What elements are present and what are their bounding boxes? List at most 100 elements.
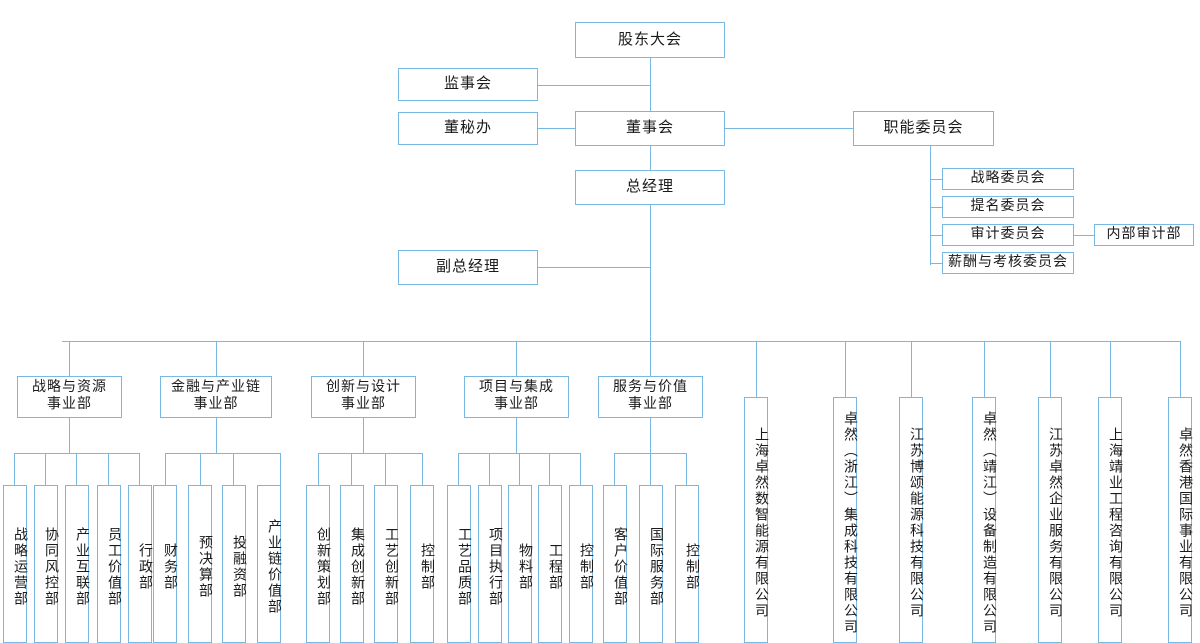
bus-drop-subsidiary-4 [984, 341, 985, 397]
node-department-control-service[interactable]: 控制部 [675, 485, 699, 643]
node-department-investment-financing[interactable]: 投融资部 [222, 485, 246, 643]
node-deputy-general-manager[interactable]: 副总经理 [398, 250, 538, 285]
division-1-drop-5 [139, 453, 140, 485]
division-2-drop-3 [233, 453, 234, 485]
node-subsidiary-zhuoran-hongkong-international[interactable]: 卓然香港国际事业有限公司 [1168, 397, 1192, 643]
division-1-drop-1 [14, 453, 15, 485]
division-5-name-line2: 事业部 [628, 397, 673, 412]
division-2-rail [165, 453, 280, 454]
division-2-name-line1: 金融与产业链 [171, 380, 261, 396]
bus-drop-subsidiary-1 [756, 341, 757, 397]
division-4-name-line1: 项目与集成 [479, 380, 554, 396]
connector-committee-strategy [930, 179, 942, 180]
node-department-process-innovation[interactable]: 工艺创新部 [374, 485, 398, 643]
node-committee-remuneration[interactable]: 薪酬与考核委员会 [942, 252, 1074, 274]
division-5-drop-3 [686, 453, 687, 485]
division-1-drop-2 [45, 453, 46, 485]
connector-audit-to-internal-audit [1074, 235, 1094, 236]
division-3-name-line2: 事业部 [341, 397, 386, 412]
division-4-drop-3 [519, 453, 520, 485]
node-department-administration[interactable]: 行政部 [128, 485, 152, 643]
division-3-rail [318, 453, 422, 454]
connector-committee-audit [930, 235, 942, 236]
node-department-project-execution[interactable]: 项目执行部 [478, 485, 502, 643]
connector-board-to-gm [650, 146, 651, 170]
bus-drop-division-4 [516, 341, 517, 376]
division-3-drop-4 [422, 453, 423, 485]
division-5-stem [650, 418, 651, 453]
node-department-industry-internet[interactable]: 产业互联部 [65, 485, 89, 643]
division-4-drop-4 [549, 453, 550, 485]
node-subsidiary-jiangsu-zhuoran-enterprise-service[interactable]: 江苏卓然企业服务有限公司 [1038, 397, 1062, 643]
division-3-name-line1: 创新与设计 [326, 380, 401, 396]
node-division-5[interactable]: 服务与价值 事业部 [598, 376, 703, 418]
node-department-control-integration[interactable]: 控制部 [569, 485, 593, 643]
division-4-stem [516, 418, 517, 453]
node-committee-strategy[interactable]: 战略委员会 [942, 168, 1074, 190]
node-committee-audit[interactable]: 审计委员会 [942, 224, 1074, 246]
node-division-3[interactable]: 创新与设计 事业部 [311, 376, 416, 418]
bus-drop-subsidiary-6 [1110, 341, 1111, 397]
bus-drop-subsidiary-3 [911, 341, 912, 397]
node-subsidiary-shanghai-jingye-engineering-consulting[interactable]: 上海靖业工程咨询有限公司 [1098, 397, 1122, 643]
node-internal-audit-department[interactable]: 内部审计部 [1094, 224, 1194, 246]
bus-drop-division-5 [650, 341, 651, 376]
bus-drop-subsidiary-7 [1180, 341, 1181, 397]
division-1-name-line2: 事业部 [47, 397, 92, 412]
node-department-employee-value[interactable]: 员工价值部 [97, 485, 121, 643]
node-department-industry-chain-value[interactable]: 产业链价值部 [257, 485, 281, 643]
connector-board-to-functional-committee [725, 128, 853, 129]
division-4-drop-5 [580, 453, 581, 485]
node-supervisory-board[interactable]: 监事会 [398, 68, 538, 101]
node-general-manager[interactable]: 总经理 [575, 170, 725, 205]
division-3-drop-1 [318, 453, 319, 485]
division-4-drop-1 [458, 453, 459, 485]
division-1-stem [69, 418, 70, 453]
node-department-strategy-operations[interactable]: 战略运营部 [3, 485, 27, 643]
node-board-secretary-office[interactable]: 董秘办 [398, 112, 538, 145]
division-2-drop-1 [165, 453, 166, 485]
bus-drop-division-2 [216, 341, 217, 376]
node-shareholders-meeting[interactable]: 股东大会 [575, 22, 725, 58]
node-department-process-quality[interactable]: 工艺品质部 [447, 485, 471, 643]
division-4-drop-2 [489, 453, 490, 485]
node-department-control-design[interactable]: 控制部 [410, 485, 434, 643]
main-bus-line [62, 341, 1180, 342]
division-5-drop-1 [614, 453, 615, 485]
node-subsidiary-zhuoran-jingjiang-equipment[interactable]: 卓然（靖江）设备制造有限公司 [972, 397, 996, 643]
bus-drop-subsidiary-2 [845, 341, 846, 397]
division-2-drop-4 [280, 453, 281, 485]
node-department-innovation-planning[interactable]: 创新策划部 [306, 485, 330, 643]
division-2-name-line2: 事业部 [193, 397, 239, 412]
node-subsidiary-shanghai-zhuoran-digital-energy[interactable]: 上海卓然数智能源有限公司 [744, 397, 768, 643]
node-department-customer-value[interactable]: 客户价值部 [603, 485, 627, 643]
node-division-2[interactable]: 金融与产业链 事业部 [160, 376, 272, 418]
connector-committee-nomination [930, 207, 942, 208]
connector-secretary-to-board [538, 128, 576, 129]
node-department-integration-innovation[interactable]: 集成创新部 [340, 485, 364, 643]
node-division-4[interactable]: 项目与集成 事业部 [464, 376, 569, 418]
node-department-materials[interactable]: 物料部 [508, 485, 532, 643]
node-board-of-directors[interactable]: 董事会 [575, 111, 725, 146]
node-department-engineering[interactable]: 工程部 [538, 485, 562, 643]
node-department-finance[interactable]: 财务部 [153, 485, 177, 643]
division-1-drop-4 [108, 453, 109, 485]
node-functional-committee[interactable]: 职能委员会 [853, 111, 994, 146]
division-1-name-line1: 战略与资源 [32, 380, 107, 396]
node-division-1[interactable]: 战略与资源 事业部 [17, 376, 122, 418]
division-4-name-line2: 事业部 [494, 397, 539, 412]
node-department-budget-settlement[interactable]: 预决算部 [188, 485, 212, 643]
division-5-name-line1: 服务与价值 [613, 380, 688, 396]
node-committee-nomination[interactable]: 提名委员会 [942, 196, 1074, 218]
connector-shareholders-to-board [650, 58, 651, 111]
bus-drop-division-3 [363, 341, 364, 376]
connector-supervisory-to-spine [538, 85, 651, 86]
division-2-drop-2 [200, 453, 201, 485]
node-department-international-service[interactable]: 国际服务部 [639, 485, 663, 643]
division-5-drop-2 [650, 453, 651, 485]
node-subsidiary-jiangsu-bosong-energy[interactable]: 江苏博颂能源科技有限公司 [899, 397, 923, 643]
node-subsidiary-zhuoran-zhejiang-integration[interactable]: 卓然（浙江）集成科技有限公司 [833, 397, 857, 643]
node-department-collaborative-risk-control[interactable]: 协同风控部 [34, 485, 58, 643]
division-3-drop-2 [351, 453, 352, 485]
